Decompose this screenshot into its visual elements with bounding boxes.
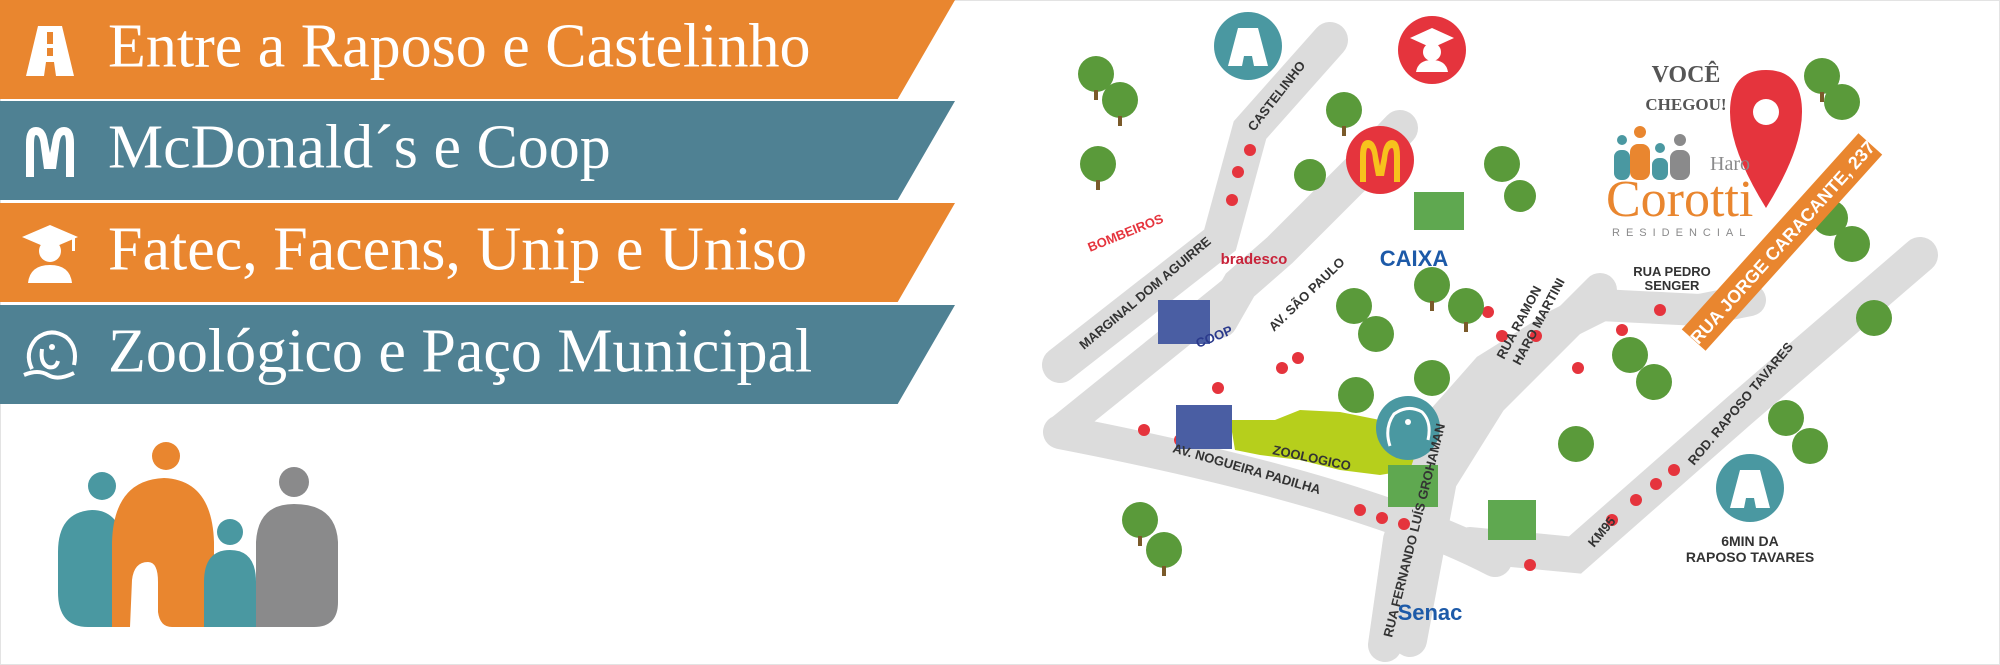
banner-label-universities: Fatec, Facens, Unip e Uniso: [108, 215, 808, 284]
banner-universities: Fatec, Facens, Unip e Uniso: [0, 203, 955, 302]
road-label-pedro-2: SENGER: [1645, 278, 1701, 293]
banner-label-highway: Entre a Raposo e Castelinho: [108, 12, 811, 81]
brand-tagline: RESIDENCIAL: [1612, 227, 1751, 239]
family-logo: [58, 442, 338, 627]
distance-line-2: RAPOSO TAVARES: [1686, 549, 1814, 565]
banner-label-mcdonalds: McDonald´s e Coop: [108, 113, 611, 182]
callout-title-2: CHEGOU!: [1645, 95, 1726, 114]
brand-name: Corotti: [1606, 171, 1753, 228]
place-label-bradesco: bradesco: [1221, 251, 1288, 268]
trees: [1078, 56, 1892, 576]
banner-zoo: Zoológico e Paço Municipal: [0, 305, 955, 404]
banner-mcdonalds: McDonald´s e Coop: [0, 101, 955, 200]
banner-label-zoo: Zoológico e Paço Municipal: [108, 317, 813, 386]
buildings: [1158, 192, 1536, 540]
zoo-marker: [1376, 396, 1440, 460]
brand-mini-logo: [1614, 126, 1690, 180]
highway-icon: [26, 25, 74, 76]
banner-highway: Entre a Raposo e Castelinho: [0, 0, 955, 99]
callout-title-1: VOCÊ: [1652, 61, 1721, 88]
distance-line-1: 6MIN DA: [1721, 533, 1779, 549]
zoo-park-area: [1230, 410, 1420, 475]
highway-marker-top: [1214, 12, 1282, 80]
place-label-bombeiros: BOMBEIROS: [1086, 211, 1166, 255]
graduate-icon: [22, 224, 78, 283]
elephant-icon: [23, 330, 77, 380]
university-marker: [1398, 16, 1466, 84]
road-label-pedro-1: RUA PEDRO: [1633, 264, 1711, 279]
place-label-senac: Senac: [1398, 600, 1463, 625]
location-map: RUA JORGE CARACANTE, 237 VOCÊ CHEGOU! Ha…: [1042, 12, 1938, 662]
brand-prefix: Haro: [1710, 153, 1750, 175]
highway-marker-raposo: [1716, 454, 1784, 522]
mcdonalds-arches-icon: [26, 126, 74, 177]
place-label-caixa: CAIXA: [1380, 246, 1449, 271]
location-pin-icon: [1730, 70, 1802, 208]
mcdonalds-marker: [1346, 126, 1414, 194]
